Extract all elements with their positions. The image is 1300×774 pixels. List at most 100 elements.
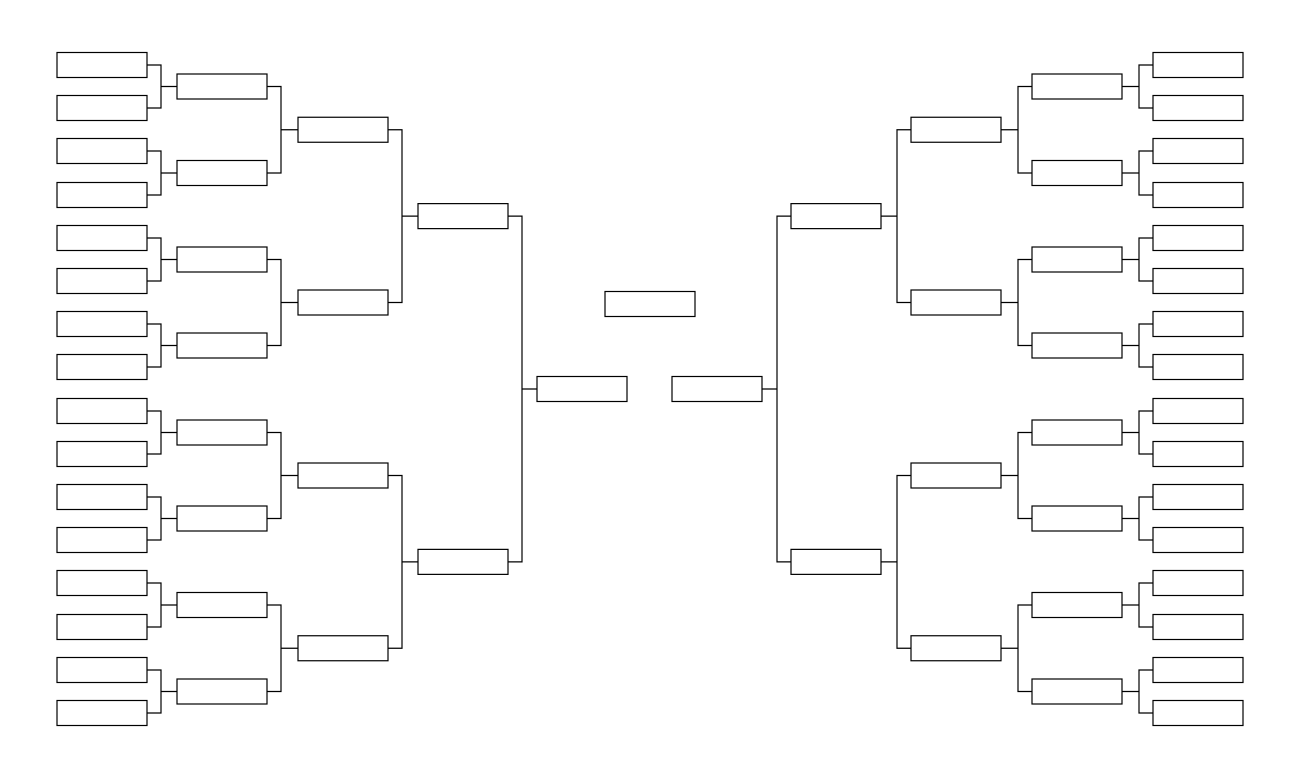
right-round-2-slot-4-box bbox=[1031, 332, 1123, 359]
right-round-1-slot-12-box bbox=[1152, 526, 1244, 554]
left-connector-round-2-pair-4 bbox=[267, 604, 298, 693]
right-round-1-slot-4-box bbox=[1152, 181, 1244, 209]
left-connector-round-2-pair-3 bbox=[267, 431, 298, 520]
right-round-1-slot-16 bbox=[1152, 699, 1244, 727]
left-round-1-slot-3 bbox=[56, 137, 148, 165]
left-round-2-slot-3-box bbox=[176, 246, 268, 273]
right-round-1-slot-7 bbox=[1152, 310, 1244, 338]
right-round-4-slot-1 bbox=[790, 203, 882, 230]
left-round-1-slot-15 bbox=[56, 656, 148, 684]
right-round-1-slot-9-box bbox=[1152, 397, 1244, 425]
right-round-1-slot-12 bbox=[1152, 526, 1244, 554]
right-round-1-slot-1-box bbox=[1152, 51, 1244, 79]
left-connector-round-2-pair-1 bbox=[267, 85, 298, 174]
left-round-1-slot-1 bbox=[56, 51, 148, 79]
left-round-5-slot-1-box bbox=[536, 375, 628, 403]
left-round-2-slot-1-box bbox=[176, 73, 268, 100]
right-round-1-slot-5 bbox=[1152, 224, 1244, 252]
left-round-2-slot-7 bbox=[176, 591, 268, 619]
right-round-1-slot-8-box bbox=[1152, 353, 1244, 381]
left-round-2-slot-4-box bbox=[176, 332, 268, 359]
right-round-1-slot-3-box bbox=[1152, 137, 1244, 165]
left-round-2-slot-8 bbox=[176, 678, 268, 705]
left-round-2-slot-2 bbox=[176, 159, 268, 187]
right-round-1-slot-1 bbox=[1152, 51, 1244, 79]
right-connector-round-1-pair-5 bbox=[1122, 410, 1153, 455]
right-round-1-slot-9 bbox=[1152, 397, 1244, 425]
right-round-4-slot-2-box bbox=[790, 548, 882, 575]
right-round-1-slot-2-box bbox=[1152, 94, 1244, 122]
right-round-1-slot-15 bbox=[1152, 656, 1244, 684]
right-connector-round-1-pair-6 bbox=[1122, 496, 1153, 541]
right-round-1-slot-11 bbox=[1152, 483, 1244, 511]
right-round-1-slot-7-box bbox=[1152, 310, 1244, 338]
right-round-2-slot-4 bbox=[1031, 332, 1123, 359]
left-round-1-slot-7 bbox=[56, 310, 148, 338]
left-round-1-slot-5 bbox=[56, 224, 148, 252]
left-round-1-slot-12-box bbox=[56, 526, 148, 554]
left-connector-round-4-pair-1 bbox=[508, 215, 537, 563]
left-round-3-slot-1-box bbox=[297, 116, 389, 143]
right-round-3-slot-1-box bbox=[910, 116, 1002, 143]
left-round-1-slot-11 bbox=[56, 483, 148, 511]
left-round-4-slot-1-box bbox=[417, 203, 509, 230]
left-round-3-slot-1 bbox=[297, 116, 389, 143]
left-connector-round-1-pair-5 bbox=[147, 410, 177, 455]
right-round-2-slot-5-box bbox=[1031, 419, 1123, 446]
left-round-1-slot-14 bbox=[56, 613, 148, 641]
left-round-4-slot-2 bbox=[417, 548, 509, 575]
left-round-4-slot-2-box bbox=[417, 548, 509, 575]
right-round-2-slot-8-box bbox=[1031, 678, 1123, 705]
right-connector-round-2-pair-2 bbox=[1001, 258, 1032, 347]
bracket-slots bbox=[56, 51, 1244, 727]
left-round-1-slot-10-box bbox=[56, 440, 148, 468]
right-connector-round-2-pair-1 bbox=[1001, 85, 1032, 174]
left-round-3-slot-4-box bbox=[297, 635, 389, 662]
left-round-3-slot-3 bbox=[297, 462, 389, 489]
left-round-1-slot-8-box bbox=[56, 353, 148, 381]
left-connector-round-3-pair-2 bbox=[388, 474, 418, 649]
left-connector-round-1-pair-1 bbox=[147, 64, 177, 109]
left-round-1-slot-5-box bbox=[56, 224, 148, 252]
left-round-1-slot-9-box bbox=[56, 397, 148, 425]
left-round-3-slot-2 bbox=[297, 289, 389, 316]
right-round-1-slot-5-box bbox=[1152, 224, 1244, 252]
right-connector-round-3-pair-1 bbox=[881, 129, 911, 304]
right-connector-round-1-pair-8 bbox=[1122, 669, 1153, 714]
right-round-2-slot-7-box bbox=[1031, 591, 1123, 619]
left-round-1-slot-3-box bbox=[56, 137, 148, 165]
right-round-3-slot-2-box bbox=[910, 289, 1002, 316]
left-round-1-slot-8 bbox=[56, 353, 148, 381]
right-round-5-slot-1-box bbox=[671, 375, 763, 403]
right-round-4-slot-1-box bbox=[790, 203, 882, 230]
left-round-5-slot-1 bbox=[536, 375, 628, 403]
left-round-1-slot-16 bbox=[56, 699, 148, 727]
right-round-2-slot-3-box bbox=[1031, 246, 1123, 273]
right-round-2-slot-3 bbox=[1031, 246, 1123, 273]
left-round-2-slot-6-box bbox=[176, 505, 268, 532]
right-round-1-slot-13 bbox=[1152, 569, 1244, 597]
right-connector-round-1-pair-3 bbox=[1122, 237, 1153, 282]
bracket-connectors bbox=[147, 64, 1153, 714]
right-connector-round-1-pair-7 bbox=[1122, 582, 1153, 628]
right-round-1-slot-6 bbox=[1152, 267, 1244, 295]
left-round-3-slot-4 bbox=[297, 635, 389, 662]
left-round-1-slot-7-box bbox=[56, 310, 148, 338]
left-round-1-slot-13 bbox=[56, 569, 148, 597]
left-round-3-slot-2-box bbox=[297, 289, 389, 316]
right-round-1-slot-10-box bbox=[1152, 440, 1244, 468]
right-round-2-slot-8 bbox=[1031, 678, 1123, 705]
left-connector-round-3-pair-1 bbox=[388, 129, 418, 304]
left-round-1-slot-11-box bbox=[56, 483, 148, 511]
left-round-2-slot-2-box bbox=[176, 159, 268, 187]
left-connector-round-1-pair-3 bbox=[147, 237, 177, 282]
champion-slot bbox=[604, 290, 696, 318]
right-round-2-slot-7 bbox=[1031, 591, 1123, 619]
left-round-2-slot-1 bbox=[176, 73, 268, 100]
right-round-1-slot-10 bbox=[1152, 440, 1244, 468]
right-round-3-slot-4 bbox=[910, 635, 1002, 662]
right-round-1-slot-14-box bbox=[1152, 613, 1244, 641]
left-round-4-slot-1 bbox=[417, 203, 509, 230]
left-round-2-slot-4 bbox=[176, 332, 268, 359]
left-round-1-slot-14-box bbox=[56, 613, 148, 641]
